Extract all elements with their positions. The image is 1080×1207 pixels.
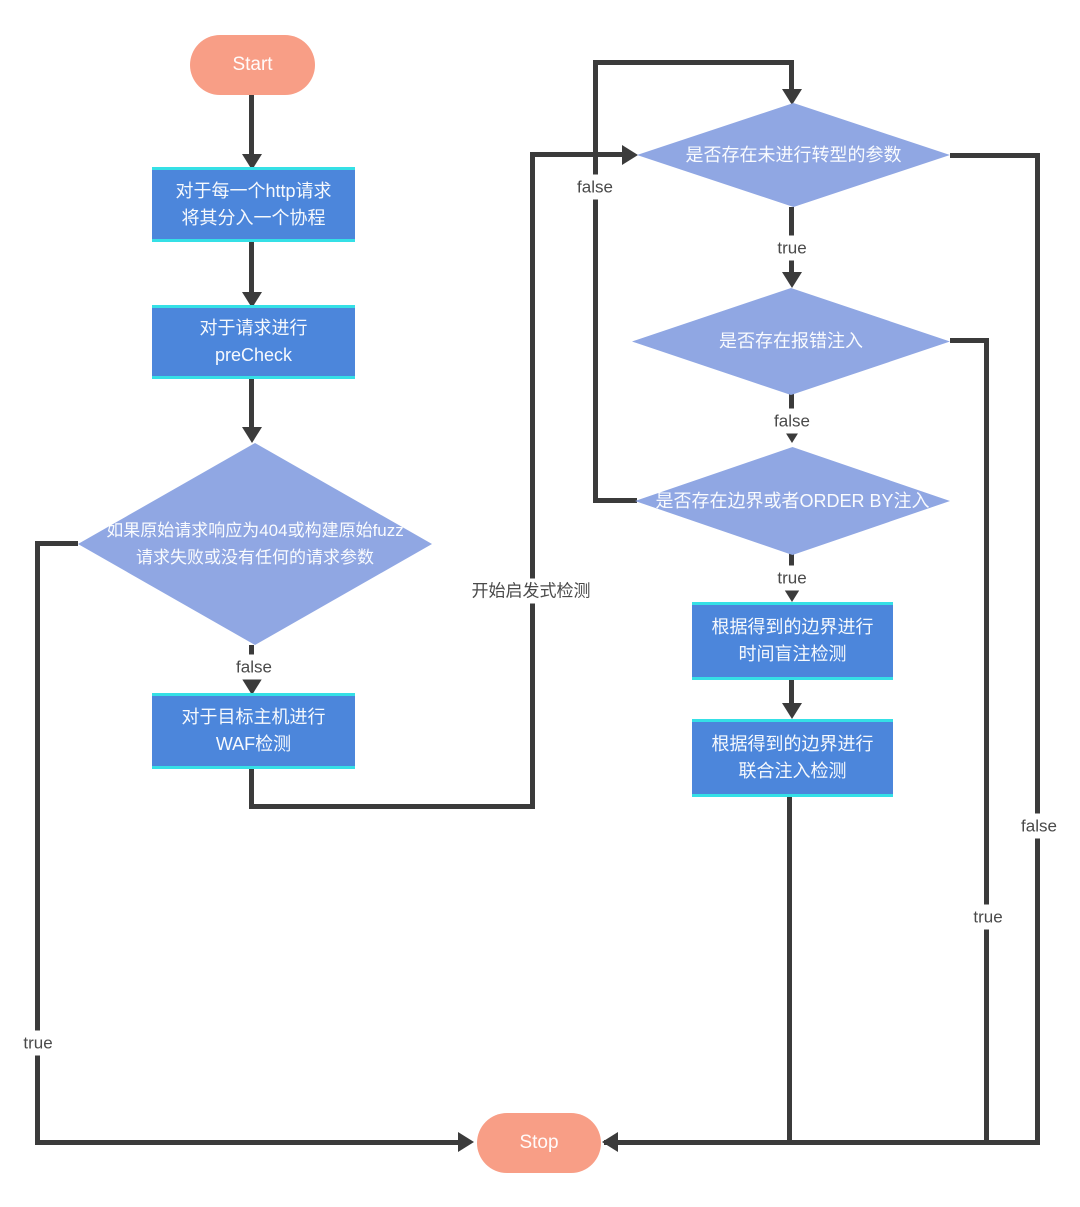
edge-label-fuzz-true: true (16, 1030, 60, 1056)
arrowhead-into-precheck (242, 292, 262, 308)
arrowhead-into-union (782, 703, 802, 719)
edge-waf-down (249, 767, 254, 809)
process-waf-line1: 对于目标主机进行 (181, 707, 326, 727)
arrowhead-loop-into-param (782, 89, 802, 105)
process-waf-line2: WAF检测 (215, 734, 292, 754)
edge-start-to-http (249, 95, 254, 157)
edge-boundary-false-top (593, 60, 794, 65)
edge-label-heuristic-start: 开始启发式检测 (464, 578, 598, 604)
arrowhead-into-http (242, 154, 262, 170)
edge-precheck-to-fuzz (249, 379, 254, 429)
edge-fuzz-true-to-stop (35, 1140, 458, 1145)
edge-error-true-right (950, 338, 988, 343)
edge-boundary-false-left (595, 498, 637, 503)
process-precheck-line2: preCheck (214, 345, 293, 365)
arrowhead-into-error (782, 272, 802, 288)
edge-param-false-right (950, 153, 1040, 158)
edge-bottom-merge-to-stop (604, 1140, 1040, 1145)
stop-node: Stop (477, 1113, 601, 1173)
decision-fuzz-shape (78, 443, 432, 645)
edge-fuzz-true-down (35, 541, 40, 1145)
process-union: 根据得到的边界进行 联合注入检测 (692, 719, 893, 797)
start-label: Start (232, 54, 273, 75)
edge-fuzz-true-left (35, 541, 78, 546)
process-union-line1: 根据得到的边界进行 (711, 734, 874, 754)
decision-error-shape (632, 288, 950, 395)
edge-label-fuzz-false: false (229, 654, 279, 680)
edge-label-param-false: false (1014, 813, 1064, 839)
edge-label-boundary-false: false (570, 174, 620, 200)
edge-heuristic-up (530, 152, 535, 809)
process-union-line2: 联合注入检测 (738, 761, 847, 781)
edge-boundary-false-into-param (789, 60, 794, 90)
edge-http-to-precheck (249, 242, 254, 294)
decision-boundary-shape (635, 447, 950, 555)
stop-label: Stop (519, 1132, 559, 1153)
arrowhead-into-fuzz (242, 427, 262, 443)
process-timeblind-line2: 时间盲注检测 (738, 644, 847, 664)
start-node: Start (190, 35, 315, 95)
process-http-line1: 对于每一个http请求 (175, 180, 332, 201)
edge-error-true-down (984, 338, 989, 1143)
edge-param-false-down (1035, 153, 1040, 1143)
edge-boundary-false-up (593, 60, 598, 503)
arrowhead-into-waf (242, 679, 262, 695)
process-precheck-line1: 对于请求进行 (199, 318, 308, 338)
edge-label-param-true: true (770, 235, 814, 261)
process-precheck: 对于请求进行 preCheck (152, 305, 355, 379)
edge-label-error-false: false (767, 408, 817, 434)
arrowhead-into-stop-left (458, 1132, 474, 1152)
arrowhead-into-stop-right (602, 1132, 618, 1152)
edge-waf-right (249, 804, 535, 809)
edge-union-down-to-stop (787, 793, 792, 1143)
process-timeblind-line1: 根据得到的边界进行 (711, 617, 874, 637)
edge-label-boundary-true: true (770, 565, 814, 591)
arrowhead-heuristic-into-param (622, 145, 638, 165)
edge-heuristic-into-param (530, 152, 623, 157)
edge-time-to-union (789, 676, 794, 705)
decision-param-shape (637, 103, 950, 207)
edge-label-error-true: true (966, 904, 1010, 930)
process-waf-detect: 对于目标主机进行 WAF检测 (152, 693, 355, 769)
process-http-goroutine: 对于每一个http请求 将其分入一个协程 (152, 167, 355, 242)
process-http-line2: 将其分入一个协程 (181, 207, 326, 228)
process-timeblind: 根据得到的边界进行 时间盲注检测 (692, 602, 893, 680)
